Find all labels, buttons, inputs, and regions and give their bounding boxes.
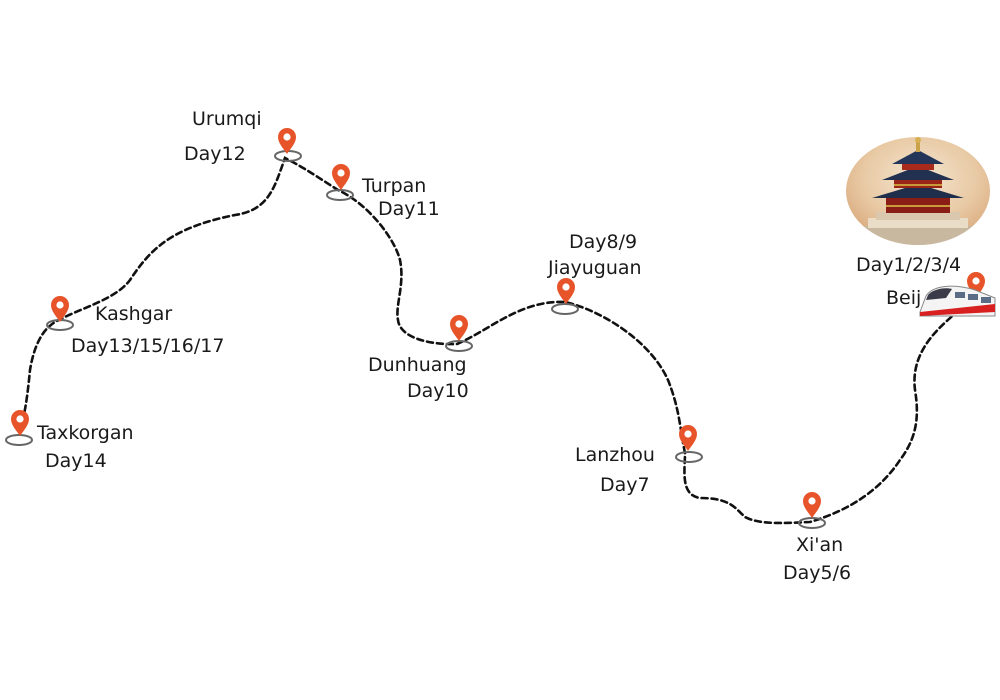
- temple-of-heaven-photo: [846, 137, 990, 245]
- day-label-xian: Day5/6: [783, 562, 852, 584]
- route-line: [18, 156, 972, 525]
- day-label-dunhuang: Day10: [407, 380, 469, 402]
- map-pin-icon[interactable]: [51, 296, 69, 322]
- stop-ring: [326, 189, 354, 201]
- day-label-jiayuguan: Day8/9: [569, 231, 638, 253]
- stop-ring: [5, 434, 33, 446]
- high-speed-train-icon: [919, 285, 996, 317]
- city-label-turpan: Turpan: [362, 175, 427, 197]
- map-pin-icon[interactable]: [679, 425, 697, 451]
- stop-ring: [551, 303, 579, 315]
- city-label-kashgar: Kashgar: [95, 303, 173, 325]
- city-label-beijing: Beij: [886, 287, 922, 309]
- day-label-lanzhou: Day7: [600, 474, 650, 496]
- stop-ring: [445, 340, 473, 352]
- city-label-urumqi: Urumqi: [192, 108, 262, 130]
- stop-ring: [798, 517, 826, 529]
- day-label-turpan: Day11: [378, 198, 440, 220]
- map-pin-icon[interactable]: [332, 164, 350, 190]
- city-label-xian: Xi'an: [796, 534, 844, 556]
- day-label-kashgar: Day13/15/16/17: [71, 335, 225, 357]
- stop-ring: [675, 451, 703, 463]
- map-pin-icon[interactable]: [557, 278, 575, 304]
- city-label-lanzhou: Lanzhou: [575, 444, 655, 466]
- city-label-jiayuguan: Jiayuguan: [548, 257, 642, 279]
- map-pin-icon[interactable]: [450, 315, 468, 341]
- city-label-dunhuang: Dunhuang: [368, 354, 467, 376]
- map-pin-icon[interactable]: [11, 410, 29, 436]
- map-pin-icon[interactable]: [803, 492, 821, 518]
- city-label-taxkorgan: Taxkorgan: [37, 422, 134, 444]
- day-label-taxkorgan: Day14: [45, 450, 107, 472]
- map-pin-icon[interactable]: [278, 128, 296, 154]
- day-label-urumqi: Day12: [184, 143, 246, 165]
- day-label-beijing: Day1/2/3/4: [856, 254, 962, 276]
